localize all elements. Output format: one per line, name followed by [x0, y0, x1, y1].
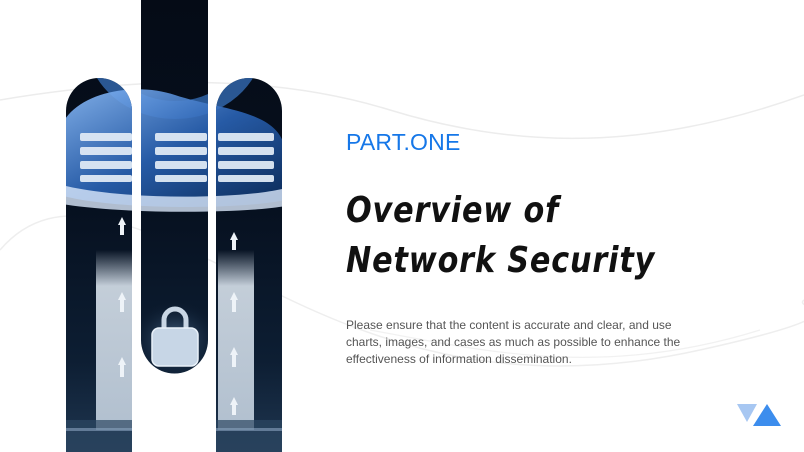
network-security-photo-panels [66, 0, 282, 452]
part-label: PART.ONE [346, 129, 461, 155]
slide-description: Please ensure that the content is accura… [346, 318, 681, 366]
slide-title: Overview of Network Security [346, 190, 656, 281]
triangle-logo-icon [737, 404, 781, 426]
